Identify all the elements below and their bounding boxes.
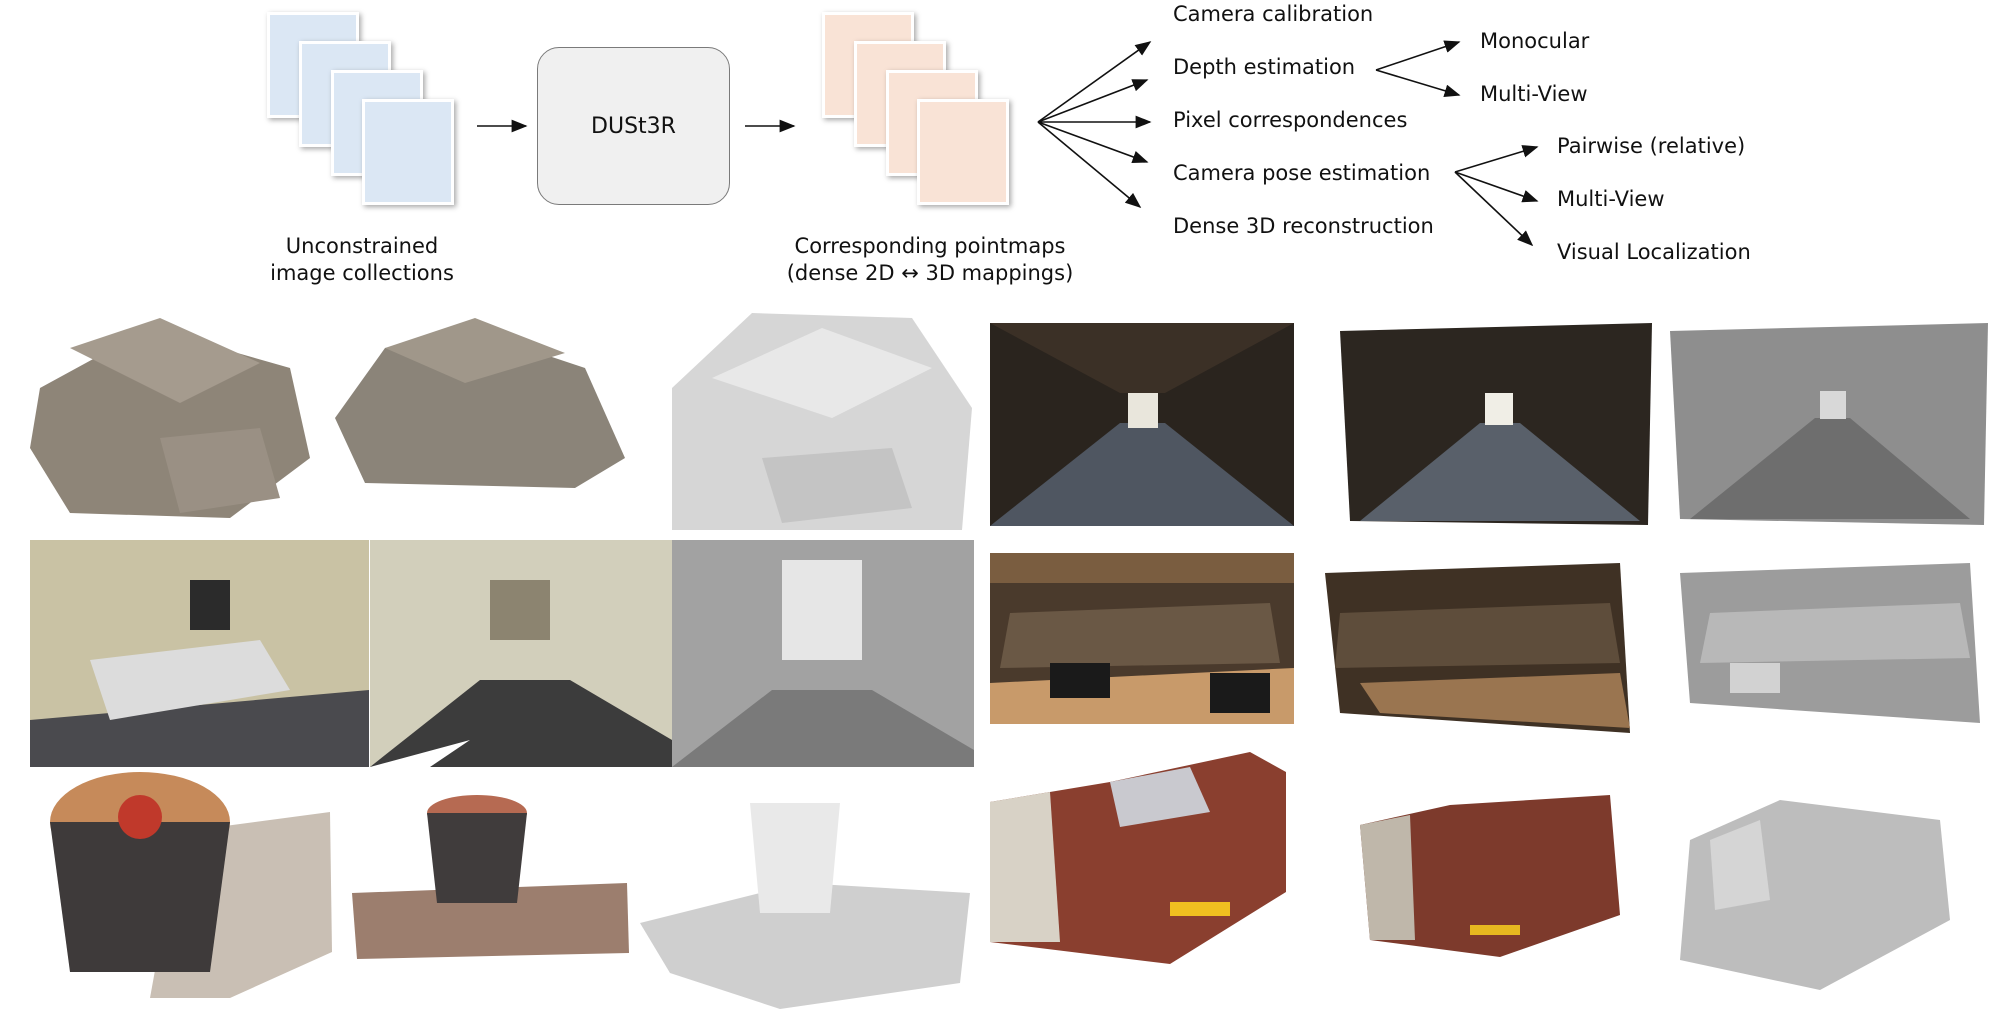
arrow-to-visual-localization [1454, 171, 1534, 247]
bricks-photo-1 [30, 308, 312, 524]
task-camera-calibration: Camera calibration [1173, 2, 1374, 26]
task-pose-visual-localization: Visual Localization [1557, 240, 1751, 264]
arrow-to-pairwise [1454, 145, 1539, 173]
arrow-to-dense-reconstruction [1037, 121, 1142, 209]
buildings-pointcloud [1350, 775, 1628, 957]
task-pixel-correspondences: Pixel correspondences [1173, 108, 1408, 132]
bricks-reconstruction [672, 308, 972, 530]
buildings-reconstruction [1670, 780, 1968, 990]
pipeline-arrows [477, 40, 1539, 247]
pointmap-card [917, 99, 1009, 205]
task-camera-pose-estimation: Camera pose estimation [1173, 161, 1431, 185]
can-photo-1 [30, 772, 332, 998]
dust3r-model-box: DUSt3R [537, 47, 730, 205]
office-photo-1 [30, 540, 369, 767]
arrow-to-depth-multiview [1375, 69, 1461, 97]
office-reconstruction [672, 540, 974, 767]
can-reconstruction [640, 783, 974, 1009]
output-caption-line-1: Corresponding pointmaps [794, 234, 1066, 258]
auditorium-photo [990, 553, 1294, 724]
auditorium-reconstruction [1670, 563, 1988, 735]
bricks-photo-2 [325, 308, 627, 498]
output-caption-line-2: (dense 2D ↔ 3D mappings) [786, 261, 1074, 285]
input-image-card [362, 99, 454, 205]
arrow-to-pose-multiview [1454, 171, 1539, 203]
buildings-photo [990, 742, 1286, 964]
auditorium-pointcloud [1320, 563, 1640, 733]
task-depth-monocular: Monocular [1480, 29, 1590, 53]
arrow-to-monocular [1375, 40, 1461, 71]
bridge-reconstruction [1670, 323, 1988, 525]
input-caption-line-2: image collections [270, 261, 454, 285]
office-photo-2 [370, 540, 672, 767]
arrow-to-depth-estimation [1037, 79, 1149, 123]
input-caption-line-1: Unconstrained [285, 234, 439, 258]
task-pose-pairwise: Pairwise (relative) [1557, 134, 1746, 158]
output-caption: Corresponding pointmaps (dense 2D ↔ 3D m… [750, 233, 1110, 287]
task-depth-estimation: Depth estimation [1173, 55, 1356, 79]
task-pose-multiview: Multi-View [1557, 187, 1665, 211]
input-caption: Unconstrained image collections [220, 233, 504, 287]
task-depth-multiview: Multi-View [1480, 82, 1588, 106]
arrow-to-camera-pose [1037, 121, 1149, 164]
model-label: DUSt3R [591, 113, 676, 139]
bridge-photo [990, 323, 1294, 526]
task-dense-reconstruction: Dense 3D reconstruction [1173, 214, 1434, 238]
bridge-pointcloud [1340, 323, 1652, 525]
arrow-to-camera-calibration [1037, 41, 1152, 123]
can-photo-2 [347, 783, 629, 959]
